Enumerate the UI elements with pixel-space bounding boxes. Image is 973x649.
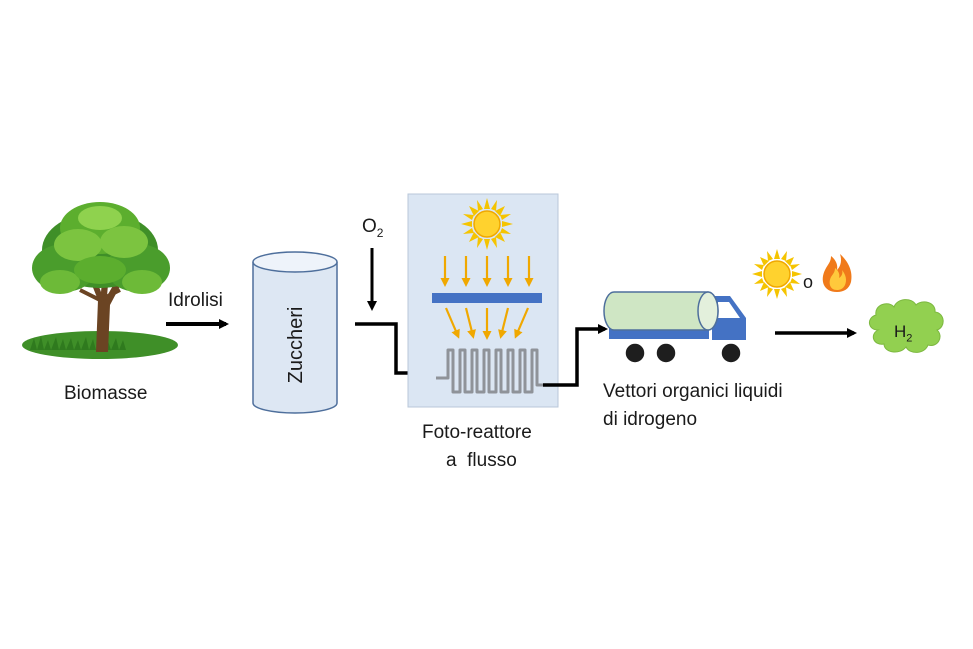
sun-icon	[461, 198, 513, 250]
optical-plate	[432, 293, 542, 303]
carriers-label-line1: Vettori organici liquidi	[603, 381, 783, 402]
sugars-label: Zuccheri	[285, 307, 307, 384]
tanker-truck-icon	[603, 291, 746, 364]
hydrogen-label: H2	[894, 322, 912, 344]
reactor-coil	[436, 348, 543, 394]
reactor-to-truck-arrow	[543, 324, 608, 387]
sugar-tank	[252, 251, 338, 414]
oxygen-label: O2	[362, 216, 383, 240]
sun-icon	[752, 249, 802, 299]
flame-icon	[822, 254, 852, 292]
or-label: o	[803, 272, 814, 292]
cloud-icon	[869, 299, 944, 353]
hydrogen-subscript: 2	[906, 332, 913, 345]
biomass-label: Biomasse	[64, 383, 148, 404]
light-rays-top	[440, 256, 534, 287]
hydrolysis-label: Idrolisi	[168, 290, 223, 311]
oxygen-subscript: 2	[376, 225, 384, 240]
reactor-label-line1: Foto-reattore	[422, 422, 532, 443]
hydrogen-symbol: H	[894, 322, 907, 341]
oxygen-symbol: O	[362, 216, 377, 237]
light-rays-converging	[444, 307, 530, 340]
carriers-label-line2: di idrogeno	[603, 409, 698, 430]
tree-icon	[22, 202, 178, 359]
reactor-label-line2: a flusso	[446, 450, 517, 471]
